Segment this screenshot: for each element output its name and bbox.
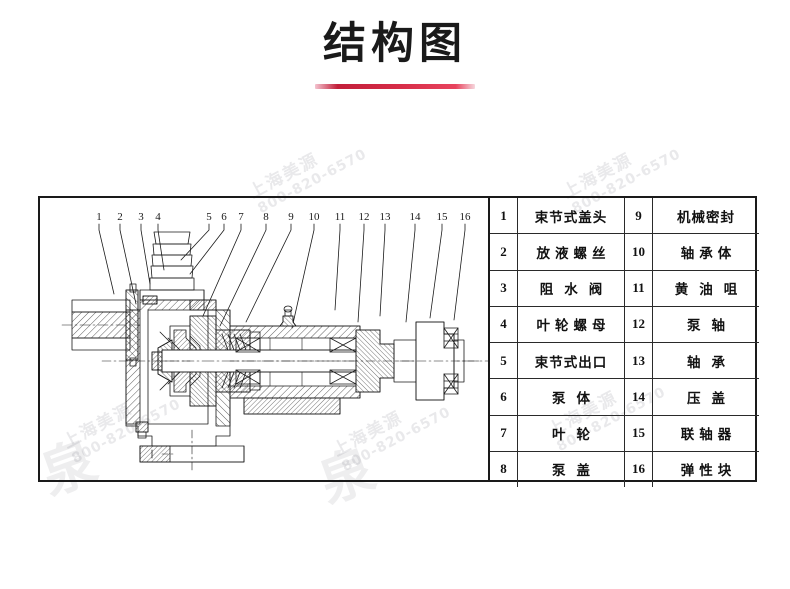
svg-text:1: 1 [96,211,102,223]
housing-detail-lines [269,337,303,387]
table-row: 3 阻水阀 11 黄油咀 [490,269,759,307]
barb-inlet-nozzle [149,231,195,291]
part-name: 联轴器 [652,414,759,452]
page-title: 结构图 [323,19,467,69]
svg-text:11: 11 [335,211,346,223]
elastic-block [443,327,459,395]
part-number: 13 [624,341,653,380]
part-name: 压盖 [652,378,759,416]
part-number: 12 [624,305,653,344]
frame-divider [488,198,490,480]
part-number: 11 [624,269,653,307]
table-row: 7 叶轮 15 联轴器 [490,414,759,452]
part-name: 轴承体 [652,233,759,271]
title-underline [315,84,475,89]
table-row: 8 泵盖 16 弹性块 [490,450,759,487]
part-number: 5 [490,341,518,380]
part-name: 弹性块 [652,450,759,487]
svg-text:4: 4 [155,211,161,223]
part-name: 黄油咀 [652,269,759,307]
part-number: 14 [624,378,653,416]
table-row: 5 束节式出口 13 轴承 [490,341,759,380]
table-row: 1 束节式盖头 9 机械密封 [490,198,759,235]
part-number: 9 [624,198,653,235]
part-number: 16 [624,450,653,487]
table-row: 4 叶轮螺母 12 泵轴 [490,305,759,344]
part-name: 阻水阀 [517,269,625,307]
pump-base [139,429,245,471]
callout-leader-lines [98,223,466,329]
svg-text:10: 10 [309,211,321,223]
svg-text:14: 14 [410,211,422,223]
part-number: 4 [490,305,518,344]
svg-text:6: 6 [221,211,227,223]
svg-text:13: 13 [380,211,392,223]
part-name: 叶轮螺母 [517,305,625,344]
pump-drawing-svg: 1 2 3 4 5 6 7 8 9 10 11 12 13 14 [61,211,488,471]
svg-text:8: 8 [263,211,269,223]
svg-text:7: 7 [238,211,244,223]
table-row: 2 放液螺丝 10 轴承体 [490,233,759,271]
svg-text:15: 15 [437,211,449,223]
drain-screw [135,421,149,439]
part-number: 8 [490,450,518,487]
part-number: 7 [490,414,518,452]
diagram-frame: 1 2 3 4 5 6 7 8 9 10 11 12 13 14 [38,196,759,487]
part-number: 1 [490,198,518,235]
svg-text:2: 2 [117,211,123,223]
pump-cross-section-drawing: 1 2 3 4 5 6 7 8 9 10 11 12 13 14 [40,198,488,480]
callout-labels: 1 2 3 4 5 6 7 8 9 10 11 12 13 14 [96,211,471,223]
svg-text:16: 16 [460,211,472,223]
grease-nipple [279,305,297,327]
part-name: 放液螺丝 [517,233,625,271]
part-number: 2 [490,233,518,271]
suction-pipe [61,283,141,367]
part-name: 机械密封 [652,198,759,235]
part-name: 束节式出口 [517,341,625,380]
part-number: 10 [624,233,653,271]
part-name: 泵轴 [652,305,759,344]
svg-text:3: 3 [138,211,144,223]
part-number: 3 [490,269,518,307]
part-name: 泵盖 [517,450,625,487]
svg-text:9: 9 [288,211,294,223]
table-row: 6 泵体 14 压盖 [490,378,759,416]
discharge-outlet [189,299,217,311]
part-name: 轴承 [652,341,759,380]
svg-text:5: 5 [206,211,212,223]
part-name: 束节式盖头 [517,198,625,235]
part-name: 叶轮 [517,414,625,452]
bearing-front [235,337,261,385]
water-block-valve [142,295,158,305]
part-number: 15 [624,414,653,452]
svg-text:12: 12 [359,211,370,223]
page-title-block: 结构图 [0,18,790,89]
bearing-housing [229,325,361,415]
part-name: 泵体 [517,378,625,416]
parts-list-table: 1 束节式盖头 9 机械密封 2 放液螺丝 10 轴承体 3 阻水阀 11 黄油… [490,198,759,487]
part-number: 6 [490,378,518,416]
